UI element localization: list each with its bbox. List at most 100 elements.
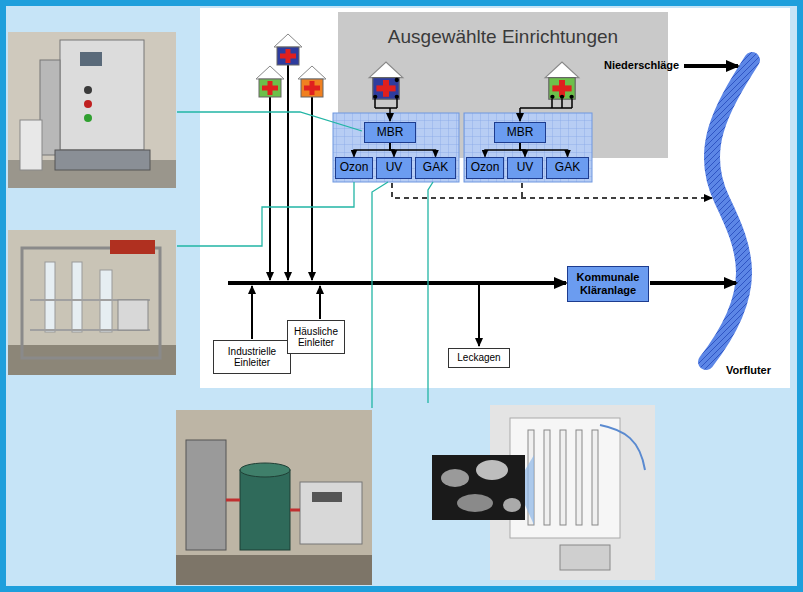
photo (8, 345, 176, 375)
photo (20, 120, 42, 170)
flow-label: Niederschläge (604, 59, 679, 71)
node-text: UV (510, 161, 540, 175)
process-box: MBR (364, 122, 416, 143)
source-box: Industrielle Einleiter (213, 340, 291, 374)
river-label: Vorfluter (726, 364, 771, 376)
house-icon (552, 85, 571, 91)
photo (60, 40, 144, 150)
sewer-pipe (650, 281, 736, 285)
treatment-panel (333, 113, 459, 182)
house-icon (373, 78, 399, 100)
photo (8, 230, 176, 375)
process-box: MBR (494, 122, 546, 143)
photo (40, 60, 60, 155)
photo (176, 410, 372, 585)
house-icon (395, 95, 399, 99)
node-text: GAK (418, 161, 453, 175)
photo (8, 32, 176, 188)
photo (432, 405, 655, 580)
feeder-line (319, 286, 321, 319)
house-icon (280, 54, 296, 59)
leader-line (177, 112, 362, 131)
photo (8, 32, 176, 188)
photo (240, 470, 290, 550)
effluent-line (392, 183, 712, 198)
effluent-line (392, 183, 712, 198)
house-icon (301, 79, 323, 97)
process-box: GAK (546, 157, 589, 179)
house-icon (274, 34, 302, 65)
photo (503, 498, 521, 512)
leader-line (372, 182, 388, 408)
photo (300, 482, 362, 544)
photo (8, 230, 176, 375)
treatment-panel (464, 113, 592, 182)
frame (3, 3, 800, 589)
house-icon (373, 95, 377, 99)
house-icon (376, 85, 395, 91)
sewer-pipe (684, 64, 738, 68)
photo (476, 460, 508, 480)
house-icon (262, 86, 278, 91)
source-box: Häusliche Einleiter (287, 320, 345, 354)
photo (226, 500, 300, 510)
flow-connector (390, 143, 436, 157)
house-icon (395, 78, 399, 82)
photo (432, 455, 525, 520)
photo (576, 430, 582, 525)
photo (72, 262, 82, 332)
photo (544, 430, 550, 525)
house-icon (274, 34, 302, 47)
flow-connector (485, 143, 520, 157)
photo (30, 300, 150, 330)
house-icon (256, 66, 284, 79)
feeder-line (269, 97, 271, 280)
photo (186, 440, 226, 550)
photo (457, 494, 493, 512)
node-text: MBR (497, 126, 543, 140)
photo (80, 52, 102, 66)
photo (84, 114, 92, 122)
photo (240, 463, 290, 477)
source-box: Leckagen (448, 348, 510, 368)
photo (510, 418, 620, 538)
leader-line (177, 112, 433, 408)
process-box: GAK (415, 157, 456, 179)
photo (22, 248, 160, 358)
node-text: GAK (549, 161, 586, 175)
house-icon (298, 66, 326, 97)
node-text: Ozon (469, 161, 501, 175)
house-icon (304, 86, 320, 91)
node-text: Leckagen (452, 352, 506, 364)
photo (45, 262, 55, 332)
leader-line (177, 182, 354, 246)
photo (312, 492, 342, 502)
photo (441, 469, 469, 487)
feeder-line (251, 286, 253, 339)
photo (592, 430, 598, 525)
node-text: Ausgewählte Einrichtungen (338, 26, 668, 48)
house-icon (560, 95, 564, 99)
photo (176, 555, 372, 585)
feeder-line (287, 65, 289, 280)
outlet-line (519, 108, 521, 121)
photo (176, 410, 372, 585)
house-icon (569, 95, 573, 99)
node-text: Kommunale Kläranlage (571, 271, 645, 296)
leader-line (428, 182, 433, 403)
outlet-line (389, 108, 391, 121)
process-box: UV (507, 157, 543, 179)
photo (110, 240, 155, 254)
house-icon (298, 66, 326, 79)
process-box: Ozon (335, 157, 373, 179)
plant-box: Kommunale Kläranlage (567, 266, 649, 302)
node-text: Industrielle Einleiter (217, 346, 287, 369)
house-icon (550, 95, 554, 99)
node-text: Häusliche Einleiter (291, 326, 341, 349)
feeder-line (478, 285, 480, 346)
house-icon (256, 66, 284, 97)
